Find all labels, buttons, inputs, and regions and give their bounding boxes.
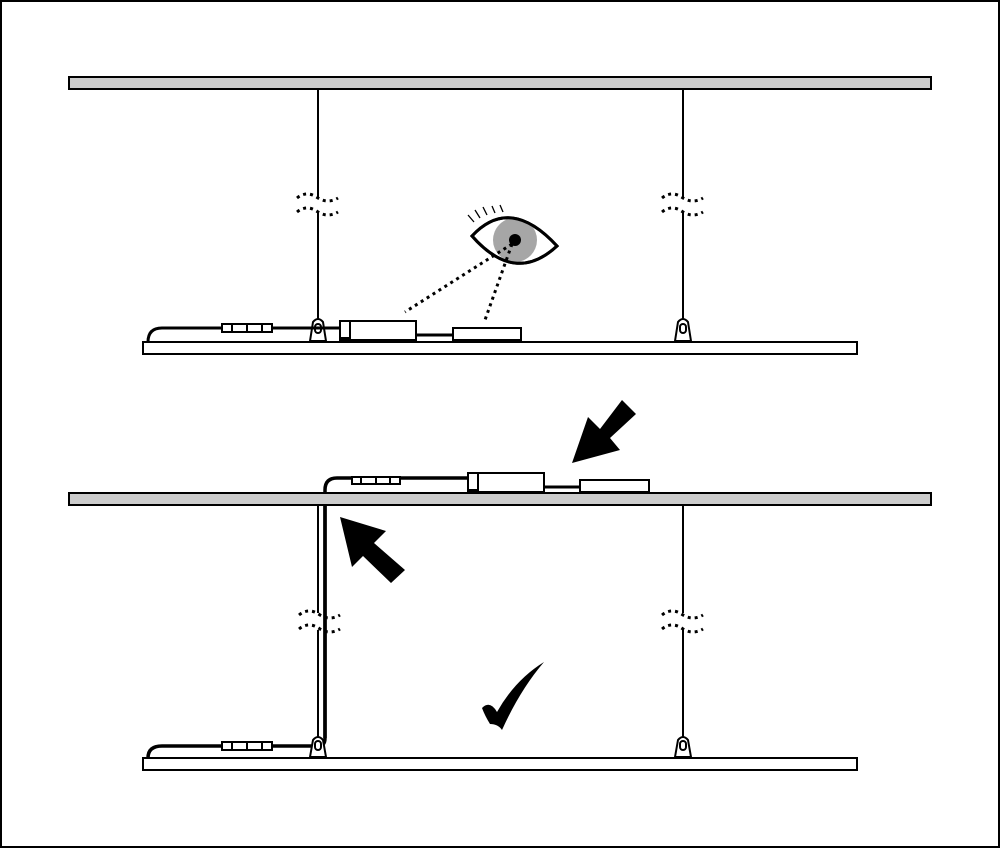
wire-break-marks: [296, 192, 704, 217]
checkmark-icon: [482, 662, 544, 730]
arrow-down-left-icon: [572, 400, 636, 463]
driver-box: [579, 479, 650, 493]
led-panel: [142, 341, 858, 355]
suspension-wires: [317, 89, 684, 322]
wire-break-marks: [298, 609, 704, 634]
mains-cable: [146, 323, 340, 343]
led-driver: [467, 472, 545, 493]
wire-brackets: [308, 318, 693, 342]
led-driver: [339, 320, 417, 341]
eye-icon: [404, 204, 560, 321]
scene-1: [68, 76, 932, 355]
arrow-up-left-icon: [340, 517, 405, 583]
wire-brackets: [308, 736, 693, 758]
suspension-wires: [317, 505, 684, 740]
driver-box: [452, 327, 522, 341]
ceiling: [68, 492, 932, 506]
led-panel: [142, 757, 858, 771]
scene-2: [68, 400, 932, 771]
ceiling: [68, 76, 932, 90]
